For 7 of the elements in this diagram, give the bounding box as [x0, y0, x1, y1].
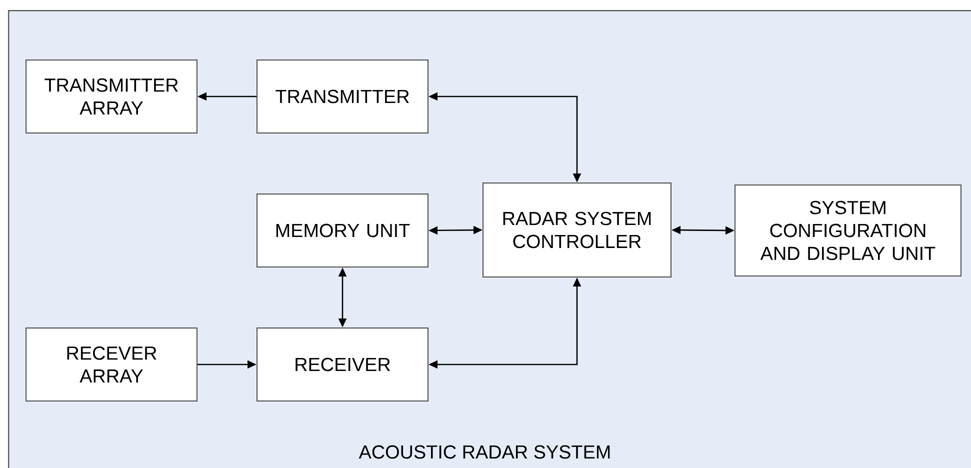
- block-box: SYSTEM CONFIGURATION AND DISPLAY UNIT: [734, 184, 962, 276]
- block-box: RECEVER ARRAY: [26, 328, 198, 402]
- block-box: RADAR SYSTEM CONTROLLER: [482, 182, 672, 278]
- block-box: RECEIVER: [256, 328, 428, 402]
- block-box: TRANSMITTER: [256, 60, 428, 134]
- block-box: TRANSMITTER ARRAY: [26, 60, 198, 134]
- block-box: MEMORY UNIT: [256, 194, 428, 268]
